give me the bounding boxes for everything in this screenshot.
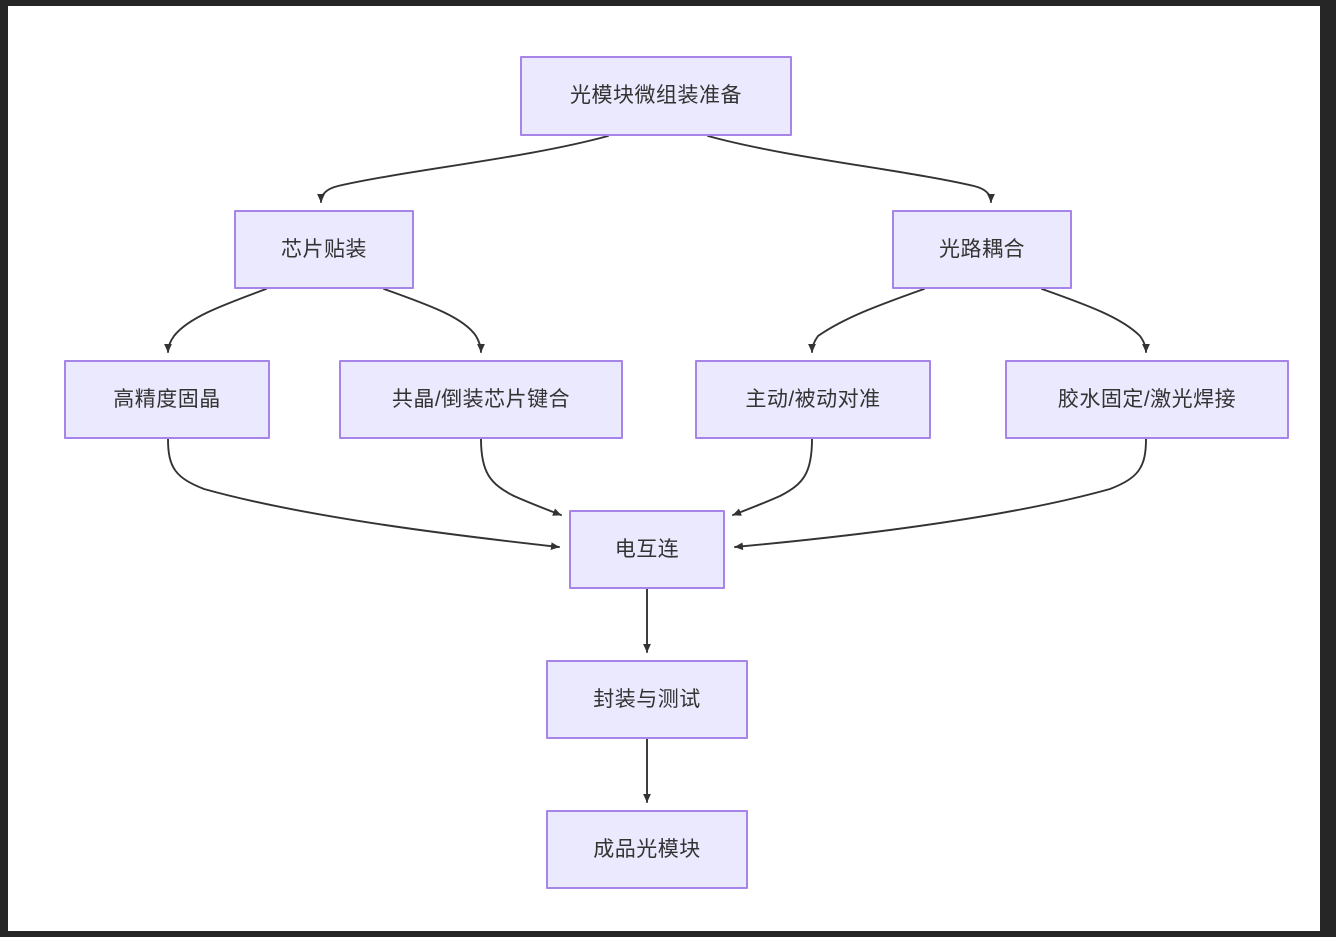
node-precision-die-bond[interactable]: 高精度固晶 (64, 360, 270, 439)
node-glue-laser-weld-label: 胶水固定/激光焊接 (1057, 387, 1237, 411)
edge-die-to-eutectic (383, 288, 485, 353)
node-electrical-interconnect[interactable]: 电互连 (569, 510, 725, 589)
node-prep-label: 光模块微组装准备 (570, 84, 742, 108)
node-die-attach-label: 芯片贴装 (281, 237, 367, 261)
edge-layer (164, 135, 1150, 803)
edge-align-to-eleconn (732, 438, 813, 516)
node-die-attach[interactable]: 芯片贴装 (234, 210, 414, 289)
node-active-passive-align[interactable]: 主动/被动对准 (695, 360, 931, 439)
node-precision-die-bond-label: 高精度固晶 (113, 387, 221, 411)
node-active-passive-align-label: 主动/被动对准 (745, 387, 881, 411)
edge-bond-to-eleconn (734, 438, 1147, 551)
node-eutectic-flipchip-label: 共晶/倒装芯片键合 (391, 387, 571, 411)
node-prep[interactable]: 光模块微组装准备 (520, 56, 792, 136)
diagram-canvas[interactable]: 光模块微组装准备 芯片贴装 光路耦合 高精度固晶 共晶/倒装芯片键合 主动/被动… (8, 6, 1320, 931)
edge-precision-to-eleconn (167, 438, 560, 550)
node-eutectic-flipchip[interactable]: 共晶/倒装芯片键合 (339, 360, 623, 439)
edge-die-to-precision (164, 288, 267, 353)
node-glue-laser-weld[interactable]: 胶水固定/激光焊接 (1005, 360, 1289, 439)
edge-prep-to-optical (707, 135, 995, 203)
edge-prep-to-die (317, 135, 609, 203)
node-package-test[interactable]: 封装与测试 (546, 660, 748, 739)
node-optical-coupling[interactable]: 光路耦合 (892, 210, 1072, 289)
edge-eutectic-to-eleconn (480, 438, 562, 516)
edge-optical-to-align (808, 288, 925, 353)
diagram-viewport[interactable]: 光模块微组装准备 芯片贴装 光路耦合 高精度固晶 共晶/倒装芯片键合 主动/被动… (8, 6, 1320, 931)
node-electrical-interconnect-label: 电互连 (614, 537, 680, 561)
node-optical-coupling-label: 光路耦合 (939, 237, 1025, 261)
edge-optical-to-bond (1041, 288, 1150, 353)
node-finished-module-label: 成品光模块 (593, 837, 701, 861)
node-package-test-label: 封装与测试 (593, 687, 701, 711)
node-finished-module[interactable]: 成品光模块 (546, 810, 748, 889)
